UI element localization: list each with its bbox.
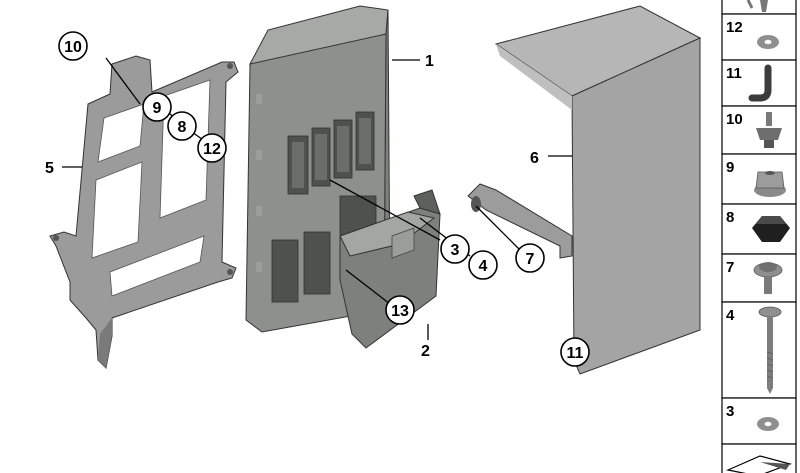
cap-icon — [752, 216, 790, 242]
callout-12: 12 — [203, 141, 221, 158]
legend-number-8: 8 — [726, 209, 734, 226]
leader-lines — [62, 57, 572, 340]
callout-11: 11 — [567, 345, 584, 362]
legend-cell-4: 4 — [721, 301, 797, 399]
callout-8: 8 — [178, 119, 187, 136]
hex-nut-icon — [754, 171, 786, 197]
callout-2: 2 — [421, 343, 430, 360]
legend-cell-12: 12 — [721, 13, 797, 61]
strap-bracket — [467, 183, 573, 259]
legend-number-10: 10 — [726, 111, 743, 128]
circled-callouts — [58, 31, 590, 367]
legend-cell-11: 11 — [721, 59, 797, 107]
legend-cell-10: 10 — [721, 105, 797, 155]
callout-4: 4 — [479, 258, 488, 275]
callout-1: 1 — [425, 53, 434, 70]
legend-number-9: 9 — [726, 159, 734, 176]
bolt-icon — [758, 306, 782, 394]
callout-13: 13 — [391, 303, 409, 320]
hose-icon — [748, 64, 772, 102]
legend-number-7: 7 — [726, 259, 734, 276]
washer-icon — [757, 417, 779, 431]
callout-7: 7 — [526, 251, 535, 268]
legend-cell-3: 3 — [721, 397, 797, 445]
gasket-icon — [726, 455, 792, 473]
legend-number-4: 4 — [726, 307, 735, 324]
legend-number-11: 11 — [726, 65, 742, 82]
callout-9: 9 — [153, 100, 162, 117]
callout-6: 6 — [530, 150, 539, 167]
parts-legend: 12 11 10 9 — [721, 0, 797, 473]
washer-icon — [757, 35, 779, 49]
screw-icon — [753, 262, 783, 294]
legend-number-3: 3 — [726, 403, 734, 420]
legend-cell-7: 7 — [721, 253, 797, 303]
callout-5: 5 — [45, 160, 54, 177]
legend-cell-8: 8 — [721, 203, 797, 255]
callout-10: 10 — [64, 39, 82, 56]
protective-cover — [494, 5, 702, 375]
stud-nut-icon — [756, 112, 782, 148]
legend-cell-9: 9 — [721, 153, 797, 205]
legend-number-12: 12 — [726, 19, 743, 36]
module-holder — [339, 189, 441, 349]
callout-3: 3 — [451, 242, 460, 259]
